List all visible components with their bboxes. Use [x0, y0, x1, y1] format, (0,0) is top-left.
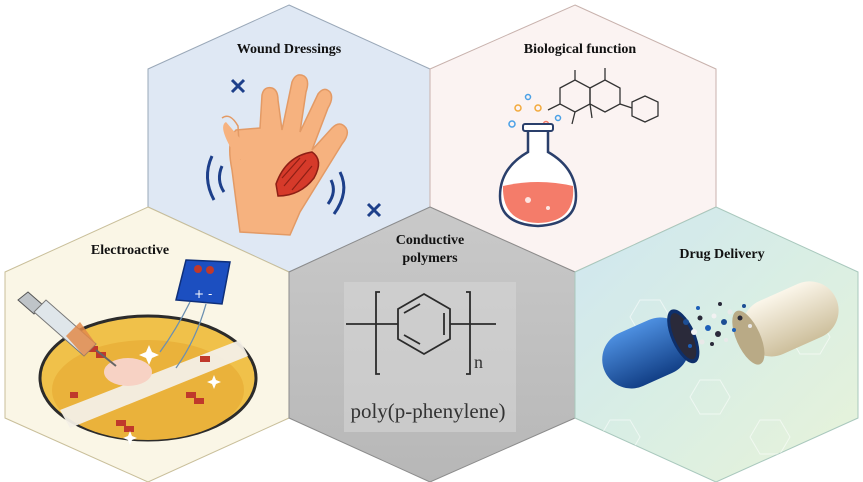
- sparkles: [123, 345, 221, 445]
- svg-text:-: -: [208, 287, 212, 301]
- hex-drug-bg: [574, 206, 859, 482]
- syringe: [17, 291, 117, 367]
- liquid-bubble-1: [525, 197, 531, 203]
- formula-panel: [344, 282, 516, 432]
- electro-illustration: + -: [17, 259, 258, 445]
- bracket-left: [375, 291, 380, 375]
- hex-title-bio: Biological function: [524, 42, 637, 57]
- hex-title-center-line1: Conductive: [396, 233, 464, 248]
- wound-hand-illustration: [206, 74, 382, 236]
- formula-subscript: n: [474, 352, 483, 372]
- motion-line-left-inner: [217, 165, 226, 193]
- motion-line-right-inner: [326, 179, 335, 205]
- flask-illustration: [498, 68, 659, 228]
- hex-title-wound: Wound Dressings: [237, 42, 342, 57]
- sparkle-cross-1: [230, 78, 246, 94]
- hex-title-drug: Drug Delivery: [679, 247, 764, 262]
- flask-rim: [522, 123, 554, 132]
- capsule-illustration: [599, 281, 839, 455]
- hex-electroactive: + - Electroactive: [4, 206, 290, 482]
- flask-liquid: [502, 182, 574, 223]
- polymer-structure: [346, 291, 496, 375]
- svg-text:+: +: [194, 287, 204, 301]
- formula-name: poly(p-phenylene): [350, 399, 505, 423]
- hex-biological-function: Biological function: [429, 4, 717, 273]
- wound-lines: [281, 157, 313, 191]
- thumb-shape: [223, 122, 250, 162]
- thumb-outline: [221, 115, 241, 161]
- drug-particles: [683, 302, 752, 348]
- hex-drug-delivery: Drug Delivery: [574, 206, 859, 482]
- motion-line-right: [332, 171, 346, 215]
- molecule-structure: [547, 68, 659, 125]
- sparkle-cross-2: [366, 202, 382, 218]
- hand-shape: [229, 74, 349, 236]
- bracket-right: [466, 291, 471, 375]
- benzene-ring: [397, 292, 451, 356]
- wound-mark: [275, 151, 320, 197]
- hex-title-electro: Electroactive: [91, 243, 169, 258]
- hex-title-center-line2: polymers: [402, 251, 458, 266]
- electric-device: + -: [159, 259, 231, 369]
- motion-line-left: [206, 155, 216, 201]
- liquid-bubble-2: [546, 206, 550, 210]
- capsule-cream-half: [732, 281, 839, 365]
- hex-wound-dressings: Wound Dressings: [147, 4, 431, 273]
